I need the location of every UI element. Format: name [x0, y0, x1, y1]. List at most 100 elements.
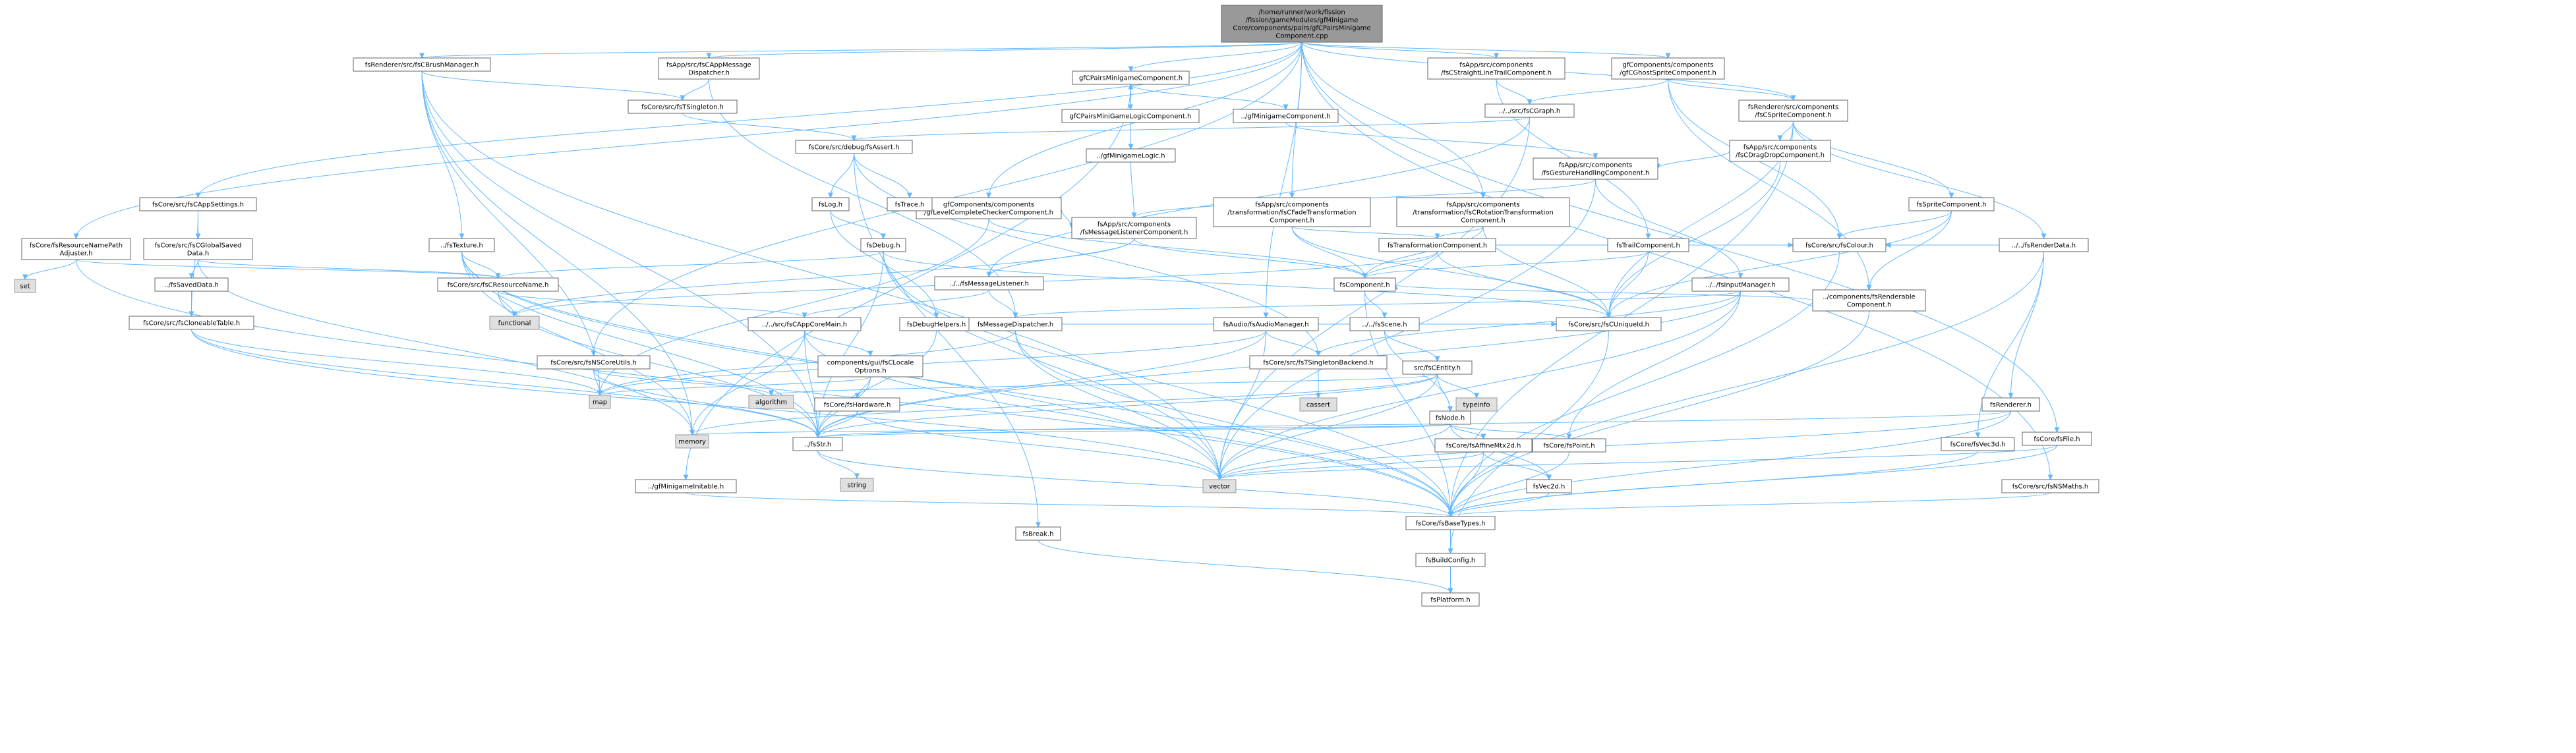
node-label: fsDebugHelpers.h: [907, 321, 966, 329]
edge-line: [817, 330, 1266, 438]
graph-node-transcomp[interactable]: fsTransformationComponent.h: [1378, 238, 1496, 252]
graph-node-trace[interactable]: fsTrace.h: [887, 197, 933, 211]
graph-node-assert[interactable]: fsCore/src/debug/fsAssert.h: [795, 140, 913, 154]
graph-node-levelcomplete[interactable]: gfComponents/components/gfLevelCompleteC…: [916, 197, 1062, 219]
graph-node-msglistener[interactable]: ../../fsMessageListener.h: [934, 276, 1044, 291]
graph-node-fscolour[interactable]: fsCore/src/fsColour.h: [1792, 238, 1887, 252]
graph-node-trailcomp[interactable]: fsTrailComponent.h: [1607, 238, 1689, 252]
graph-node-texture[interactable]: ../fsTexture.h: [428, 238, 495, 252]
edge-line: [1595, 179, 1741, 279]
node-label: fsApp/src/components: [1446, 202, 1519, 209]
edge-arrowhead: [1289, 192, 1295, 199]
graph-node-nscoreutils[interactable]: fsCore/src/fsNSCoreUtils.h: [537, 355, 651, 370]
edge-line: [1668, 78, 1869, 291]
graph-node-appsettings[interactable]: fsCore/src/fsCAppSettings.h: [139, 197, 257, 211]
graph-node-gfminiminitable[interactable]: ../gfMinigameInitable.h: [635, 479, 737, 493]
edge-arrowhead: [1448, 406, 1453, 412]
node-box: [1213, 197, 1371, 227]
edge-line: [817, 330, 937, 438]
graph-node-straight[interactable]: fsApp/src/components/fsCStraightLineTrai…: [1427, 57, 1566, 80]
graph-node-rotation[interactable]: fsApp/src/components/transformation/fsCR…: [1396, 197, 1570, 227]
edge-line: [1219, 424, 1451, 480]
graph-node-saveddata[interactable]: ../fsSavedData.h: [154, 277, 229, 292]
graph-node-singletonbackend[interactable]: fsCore/src/fsTSingletonBackend.h: [1249, 355, 1388, 370]
node-label: fsRenderer/src/components: [1748, 104, 1839, 111]
graph-node-basetypes[interactable]: fsCore/fsBaseTypes.h: [1405, 516, 1496, 530]
edge-arrowhead: [1948, 192, 1954, 199]
graph-node-renderer[interactable]: fsRenderer.h: [1981, 397, 2040, 412]
edge-arrowhead: [1738, 273, 1743, 279]
edge-line: [989, 117, 1530, 277]
graph-node-point[interactable]: fsCore/fsPoint.h: [1532, 438, 1606, 453]
graph-node-fsbreak[interactable]: fsBreak.h: [1015, 526, 1061, 541]
graph-node-appcoremain[interactable]: ../../src/fsCAppCoreMain.h: [747, 317, 862, 331]
node-box: [1415, 553, 1486, 567]
edge-inputmgr-to-point: [1566, 291, 1741, 440]
edge-arrowhead: [907, 192, 912, 199]
edge-arrowhead: [1551, 321, 1558, 327]
edge-line: [1395, 284, 1813, 301]
graph-node-vec2d[interactable]: fsVec2d.h: [1526, 479, 1572, 493]
graph-node-brush[interactable]: fsRenderer/src/fsCBrushManager.h: [353, 57, 491, 72]
node-label: fsApp/src/components: [1255, 202, 1328, 209]
graph-node-renderdata[interactable]: ../../fsRenderData.h: [1999, 238, 2089, 252]
graph-node-ghost[interactable]: gfComponents/components/gfCGhostSpriteCo…: [1611, 57, 1725, 80]
node-box: [2001, 479, 2099, 493]
graph-node-cloneable[interactable]: fsCore/src/fsCloneableTable.h: [129, 316, 254, 330]
graph-node-vec3d[interactable]: fsCore/fsVec3d.h: [1941, 437, 2015, 451]
graph-node-gfminilogic[interactable]: ../gfMinigameLogic.h: [1086, 148, 1176, 163]
edge-arrowhead: [881, 233, 886, 240]
graph-node-debughelpers[interactable]: fsDebugHelpers.h: [899, 317, 974, 331]
graph-node-graph[interactable]: ../../src/fsCGraph.h: [1484, 103, 1575, 118]
graph-node-platform[interactable]: fsPlatform.h: [1421, 592, 1480, 607]
edge-line: [1015, 330, 1220, 480]
graph-node-root[interactable]: /home/runner/work/fission/fission/gameMo…: [1221, 5, 1383, 43]
graph-node-msgdispatcher[interactable]: fsMessageDispatcher.h: [968, 317, 1063, 331]
graph-node-gesture[interactable]: fsApp/src/components/fsGestureHandlingCo…: [1533, 157, 1658, 180]
graph-node-pairslogic[interactable]: gfCPairsMiniGameLogicComponent.h: [1061, 109, 1200, 123]
graph-node-fsfile[interactable]: fsCore/fsFile.h: [2022, 432, 2092, 446]
node-label: fsApp/src/components: [1098, 221, 1171, 229]
graph-node-spritecomp[interactable]: fsSpriteComponent.h: [1908, 197, 1995, 211]
edge-transcomp-to-uniqueid: [1437, 251, 1612, 319]
edge-renderer-to-fsstr: [815, 410, 2011, 439]
edge-audiomgr-to-vector: [1217, 330, 1266, 481]
node-label: fsApp/src/fsCAppMessage: [666, 62, 751, 69]
node-box: [1396, 197, 1570, 227]
graph-node-debug[interactable]: fsDebug.h: [860, 238, 906, 252]
graph-node-inputmgr[interactable]: ../../fsInputManager.h: [1691, 277, 1790, 292]
node-label: gfCPairsMiniGameLogicComponent.h: [1070, 113, 1192, 121]
graph-node-pairs[interactable]: gfCPairsMinigameComponent.h: [1072, 70, 1190, 85]
graph-node-msglistcomp[interactable]: fsApp/src/components/fsMessageListenerCo…: [1071, 217, 1197, 239]
node-box: [814, 397, 900, 412]
edge-ghost-to-graph: [1527, 78, 1668, 105]
edge-graph-to-msglistener: [986, 117, 1530, 278]
graph-node-component[interactable]: fsComponent.h: [1333, 277, 1396, 292]
graph-node-resname[interactable]: fsCore/src/fsCResourceName.h: [437, 277, 559, 292]
graph-node-log[interactable]: fsLog.h: [811, 197, 850, 211]
graph-node-sprite[interactable]: fsRenderer/src/components/fsCSpriteCompo…: [1738, 99, 1848, 122]
node-box: [1532, 438, 1606, 453]
graph-node-fade[interactable]: fsApp/src/components/transformation/fsCF…: [1213, 197, 1371, 227]
graph-node-hardware[interactable]: fsCore/fsHardware.h: [814, 397, 900, 412]
graph-node-fsstr[interactable]: ../fsStr.h: [792, 437, 843, 451]
edge-line: [1134, 238, 1365, 279]
graph-node-buildconfig[interactable]: fsBuildConfig.h: [1415, 553, 1486, 567]
graph-node-audiomgr[interactable]: fsAudio/fsAudioManager.h: [1213, 317, 1319, 331]
graph-node-uniqueid[interactable]: fsCore/src/fsCUniqueId.h: [1556, 317, 1662, 331]
graph-node-dragdrop[interactable]: fsApp/src/components/fsCDragDropComponen…: [1729, 140, 1831, 162]
graph-node-gfmini[interactable]: ../gfMinigameComponent.h: [1233, 109, 1339, 123]
edge-arrowhead: [1316, 350, 1321, 357]
graph-node-entity[interactable]: src/fsCEntity.h: [1402, 360, 1473, 375]
graph-node-nsmaths[interactable]: fsCore/src/fsNSMaths.h: [2001, 479, 2099, 493]
graph-node-fsnode[interactable]: fsNode.h: [1429, 410, 1471, 425]
graph-node-singleton[interactable]: fsCore/src/fsTSingleton.h: [628, 99, 738, 114]
graph-node-scene[interactable]: ../../fsScene.h: [1349, 317, 1420, 331]
graph-node-affine[interactable]: fsCore/fsAffineMtx2d.h: [1434, 438, 1533, 453]
